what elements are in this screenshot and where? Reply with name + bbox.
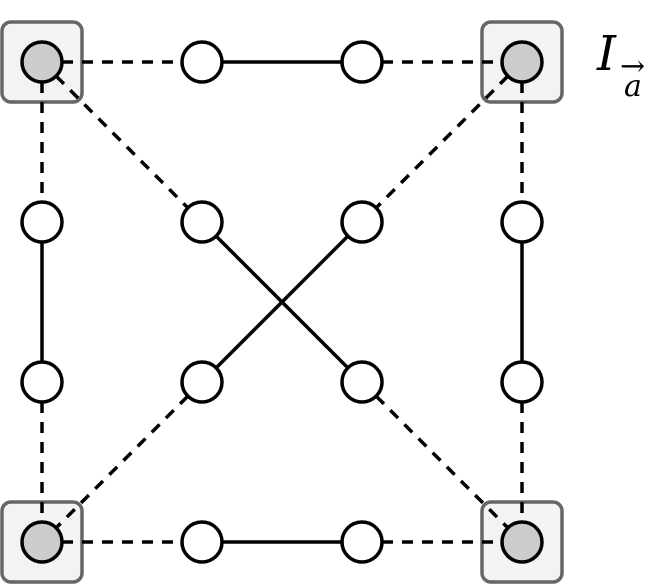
node-l1 [20, 200, 64, 244]
edge-c4-br [360, 380, 524, 544]
label-main: I [596, 26, 617, 82]
node-l2 [20, 360, 64, 404]
node-tr [500, 40, 544, 84]
edge-tl-c1 [40, 60, 204, 224]
label-subscript: a [624, 69, 642, 104]
node-b1 [180, 520, 224, 564]
node-r1 [500, 200, 544, 244]
node-c3 [180, 360, 224, 404]
edge-c2-c3 [200, 220, 364, 384]
node-t1 [180, 40, 224, 84]
node-c1 [180, 200, 224, 244]
label-subscript-arrow: → [620, 49, 645, 84]
node-bl [20, 520, 64, 564]
node-b2 [340, 520, 384, 564]
edge-c3-bl [40, 380, 204, 544]
graph-edges [40, 60, 524, 544]
node-t2 [340, 40, 384, 84]
graph-nodes [20, 40, 544, 564]
node-tl [20, 40, 64, 84]
node-c4 [340, 360, 384, 404]
node-br [500, 520, 544, 564]
node-r2 [500, 360, 544, 404]
node-c2 [340, 200, 384, 244]
graph-label: I a → [596, 26, 645, 104]
edge-tr-c2 [360, 60, 524, 224]
